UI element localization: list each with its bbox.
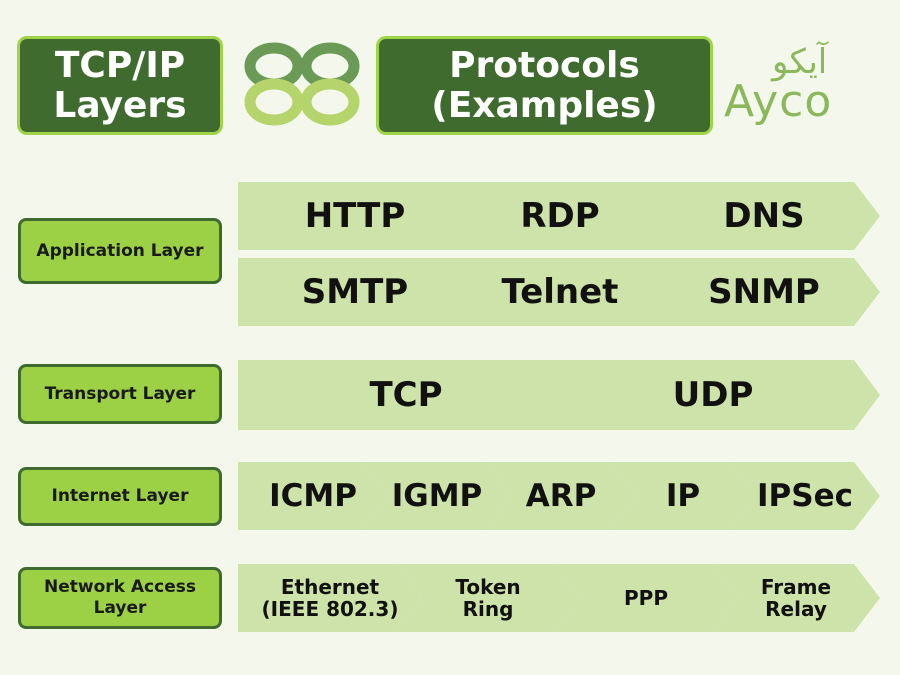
brand-logo: آیکو Ayco	[720, 40, 870, 130]
layer-label-network-access: Network Access Layer	[18, 567, 222, 629]
protocol-tcp: TCP	[238, 360, 574, 430]
layer-label-transport: Transport Layer	[18, 364, 222, 424]
brand-latin-text: Ayco	[724, 76, 833, 127]
protocol-icmp: ICMP	[238, 462, 388, 530]
protocol-udp: UDP	[546, 360, 880, 430]
protocol-smtp: SMTP	[238, 258, 472, 326]
interlocking-rings-icon	[244, 42, 360, 126]
protocols-header: Protocols (Examples)	[376, 36, 713, 135]
protocol-token-ring: Token Ring	[396, 564, 580, 632]
protocol-frame-relay: Frame Relay	[712, 564, 880, 632]
protocol-ethernet: Ethernet (IEEE 802.3)	[238, 564, 422, 632]
protocol-telnet: Telnet	[444, 258, 676, 326]
brand-arabic-text: آیکو	[772, 42, 828, 82]
protocol-dns: DNS	[648, 182, 880, 250]
layer-label-application: Application Layer	[18, 218, 222, 284]
protocol-rdp: RDP	[444, 182, 676, 250]
protocol-snmp: SNMP	[648, 258, 880, 326]
layer-label-internet: Internet Layer	[18, 467, 222, 526]
protocol-http: HTTP	[238, 182, 472, 250]
protocol-ppp: PPP	[554, 564, 738, 632]
layers-header: TCP/IP Layers	[17, 36, 223, 135]
